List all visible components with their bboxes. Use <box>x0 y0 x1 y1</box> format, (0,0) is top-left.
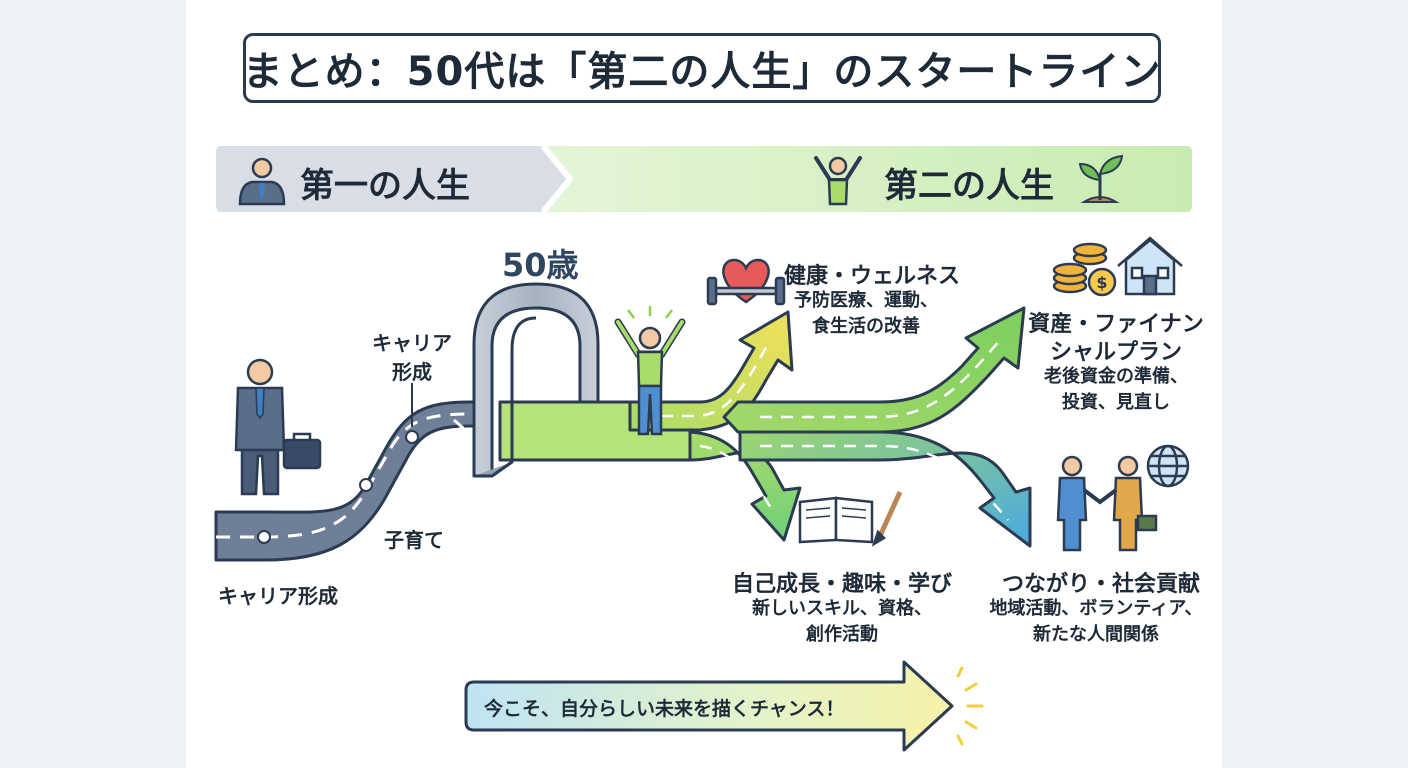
cheering-man-figure <box>614 306 686 436</box>
finance-title-1: 資産・ファイナン <box>1028 312 1204 337</box>
content-panel <box>186 0 1222 768</box>
social-desc-2: 新たな人間関係 <box>1033 624 1159 645</box>
heart-dumbbell-icon <box>706 258 786 306</box>
growth-desc-1: 新しいスキル、資格、 <box>752 598 932 619</box>
sparkle-icon <box>956 666 984 746</box>
house-icon <box>1117 236 1183 296</box>
arrow-social <box>738 430 1032 548</box>
health-desc-1: 予防医療、運動、 <box>794 290 938 311</box>
svg-text:$: $ <box>1096 273 1107 292</box>
businessman-icon <box>238 157 286 206</box>
career-formation-upper-label-2: 形成 <box>392 360 432 384</box>
age-50-gateway <box>472 282 600 478</box>
page-title: まとめ：50代は「第二の人生」のスタートライン <box>242 49 1162 95</box>
age-50-label: 50歳 <box>502 246 579 284</box>
book-brush-icon <box>798 490 903 547</box>
second-life-band <box>540 146 1192 212</box>
businessman-figure <box>234 358 322 496</box>
arrow-finance <box>722 306 1026 434</box>
second-life-label: 第二の人生 <box>884 166 1054 206</box>
globe-icon <box>1146 444 1190 488</box>
social-title: つながり・社会貢献 <box>1001 572 1200 597</box>
coins-icon: $ <box>1052 242 1117 297</box>
finance-title-2: シャルプラン <box>1049 340 1182 365</box>
career-formation-bottom-label: キャリア形成 <box>218 584 338 608</box>
cheering-person-icon <box>814 156 862 206</box>
title-box: まとめ：50代は「第二の人生」のスタートライン <box>243 33 1161 103</box>
growth-desc-2: 創作活動 <box>806 624 878 645</box>
life-stage-banner <box>216 144 1192 214</box>
growth-title: 自己成長・趣味・学び <box>731 572 952 597</box>
cta-arrow <box>464 660 984 752</box>
finance-desc-1: 老後資金の準備、 <box>1044 366 1188 387</box>
social-desc-1: 地域活動、ボランティア、 <box>989 598 1203 619</box>
health-desc-2: 食生活の改善 <box>812 316 920 337</box>
career-formation-upper-label: キャリア <box>372 331 452 355</box>
handshake-people-icon <box>1056 455 1158 552</box>
finance-desc-2: 投資、見直し <box>1062 392 1170 413</box>
child-rearing-label: 子育て <box>384 528 444 552</box>
first-life-label: 第一の人生 <box>300 166 470 206</box>
future-branches <box>498 306 1032 548</box>
health-title: 健康・ウェルネス <box>784 264 961 289</box>
sprout-icon <box>1078 154 1124 203</box>
first-life-band <box>216 146 570 212</box>
cta-text: 今こそ、自分らしい未来を描くチャンス！ <box>484 698 845 720</box>
arrow-growth <box>688 430 802 542</box>
